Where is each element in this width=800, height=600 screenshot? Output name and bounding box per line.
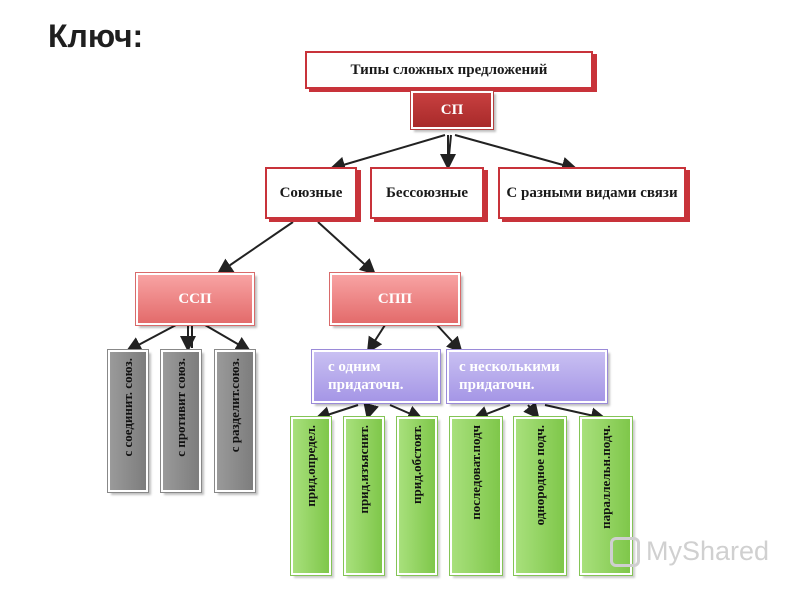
presentation-icon: [610, 536, 640, 567]
node-bessoyuznye: Бессоюзные: [370, 167, 484, 219]
ssp-child-2: с противит союз.: [161, 350, 201, 492]
ssp-child-1: с соединит. союз.: [108, 350, 148, 492]
node-mixed: С разными видами связи: [498, 167, 686, 219]
many-child-3: параллельн.подч.: [580, 417, 632, 575]
many-child-3-label: параллельн.подч.: [598, 425, 613, 529]
one-child-2-label: прид.изъяснит.: [356, 425, 371, 514]
node-ssp: ССП: [136, 273, 254, 325]
watermark: MyShared: [610, 536, 769, 567]
node-many-subordinate: с несколькими придаточн.: [447, 350, 607, 403]
node-soyuznye: Союзные: [265, 167, 357, 219]
many-child-1-label: последоват.подч: [468, 425, 483, 520]
many-child-1: последоват.подч: [450, 417, 502, 575]
ssp-child-3: с разделит.союз.: [215, 350, 255, 492]
node-spp: СПП: [330, 273, 460, 325]
ssp-child-1-label: с соединит. союз.: [120, 358, 135, 457]
watermark-text: MyShared: [646, 536, 770, 566]
one-child-2: прид.изъяснит.: [344, 417, 384, 575]
ssp-child-2-label: с противит союз.: [173, 358, 188, 457]
one-child-1: прид.определ.: [291, 417, 331, 575]
page-title: Ключ:: [48, 18, 144, 54]
node-one-subordinate: с одним придаточн.: [312, 350, 440, 403]
one-child-3: прид.обстоят.: [397, 417, 437, 575]
sp-node: СП: [411, 91, 493, 129]
one-child-1-label: прид.определ.: [303, 425, 318, 507]
many-child-2: однородное подч.: [514, 417, 566, 575]
many-child-2-label: однородное подч.: [532, 425, 547, 526]
root-node: Типы сложных предложений: [305, 51, 593, 89]
ssp-child-3-label: с разделит.союз.: [227, 358, 242, 453]
one-child-3-label: прид.обстоят.: [409, 425, 424, 504]
